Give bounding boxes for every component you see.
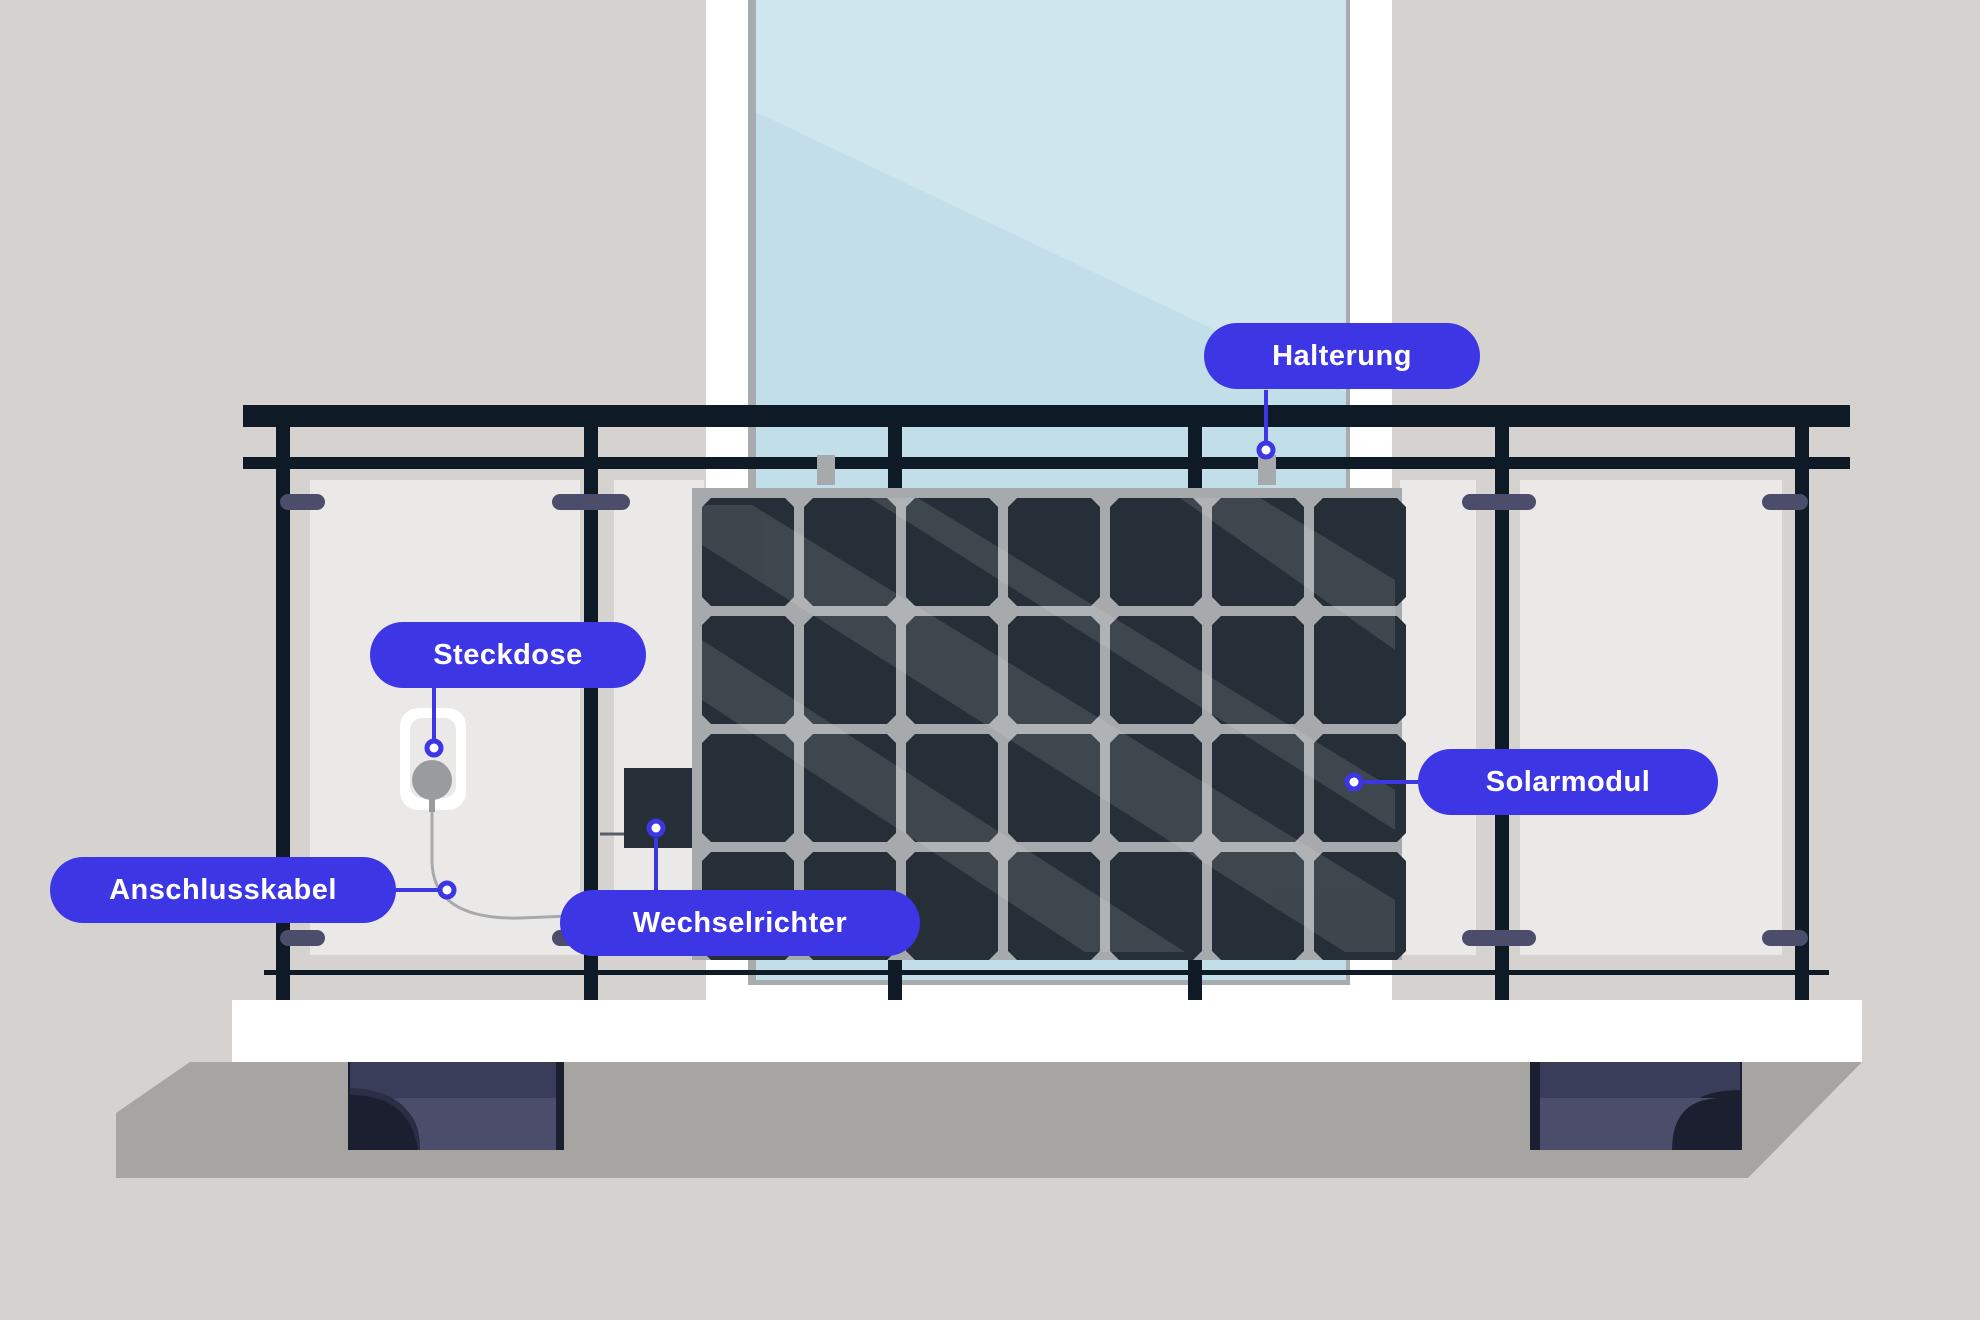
solar-cell: [1212, 852, 1304, 960]
solar-cell: [804, 616, 896, 724]
balcony-slab: [232, 1000, 1862, 1062]
label-anschlusskabel: Anschlusskabel: [50, 857, 396, 923]
solar-cell: [1110, 852, 1202, 960]
label-halterung: Halterung: [1204, 323, 1480, 389]
solar-cell: [1314, 852, 1406, 960]
solar-panel-icon: [692, 488, 1406, 960]
leader-lines: [394, 390, 1418, 892]
label-steckdose: Steckdose: [370, 622, 646, 688]
solar-cell: [1212, 734, 1304, 842]
solar-cell: [906, 734, 998, 842]
solar-cell: [906, 852, 998, 960]
solar-cell: [1212, 498, 1304, 606]
solar-cell: [1008, 498, 1100, 606]
solar-cell: [1110, 734, 1202, 842]
glass-clamps: [280, 494, 1808, 946]
solar-cell: [1314, 616, 1406, 724]
solar-cell: [1008, 616, 1100, 724]
support-bracket-left: [348, 1062, 564, 1150]
connection-cable: [430, 810, 571, 920]
solar-cell: [1008, 852, 1100, 960]
solar-cell: [702, 616, 794, 724]
panel-mount-hooks: [817, 455, 1276, 485]
solar-cell: [804, 498, 896, 606]
solar-cell: [1110, 616, 1202, 724]
solar-cell: [906, 498, 998, 606]
solar-cell: [906, 616, 998, 724]
socket-icon: [400, 708, 466, 812]
solar-cell: [702, 498, 794, 606]
leader-dots: [424, 440, 1364, 900]
label-solarmodul: Solarmodul: [1418, 749, 1718, 815]
label-wechselrichter: Wechselrichter: [560, 890, 920, 956]
solar-cell: [804, 734, 896, 842]
solar-cell: [702, 734, 794, 842]
solar-cell: [1314, 498, 1406, 606]
solar-cell: [1110, 498, 1202, 606]
solar-cell: [1008, 734, 1100, 842]
solar-cell: [1212, 616, 1304, 724]
support-bracket-right: [1530, 1062, 1742, 1150]
